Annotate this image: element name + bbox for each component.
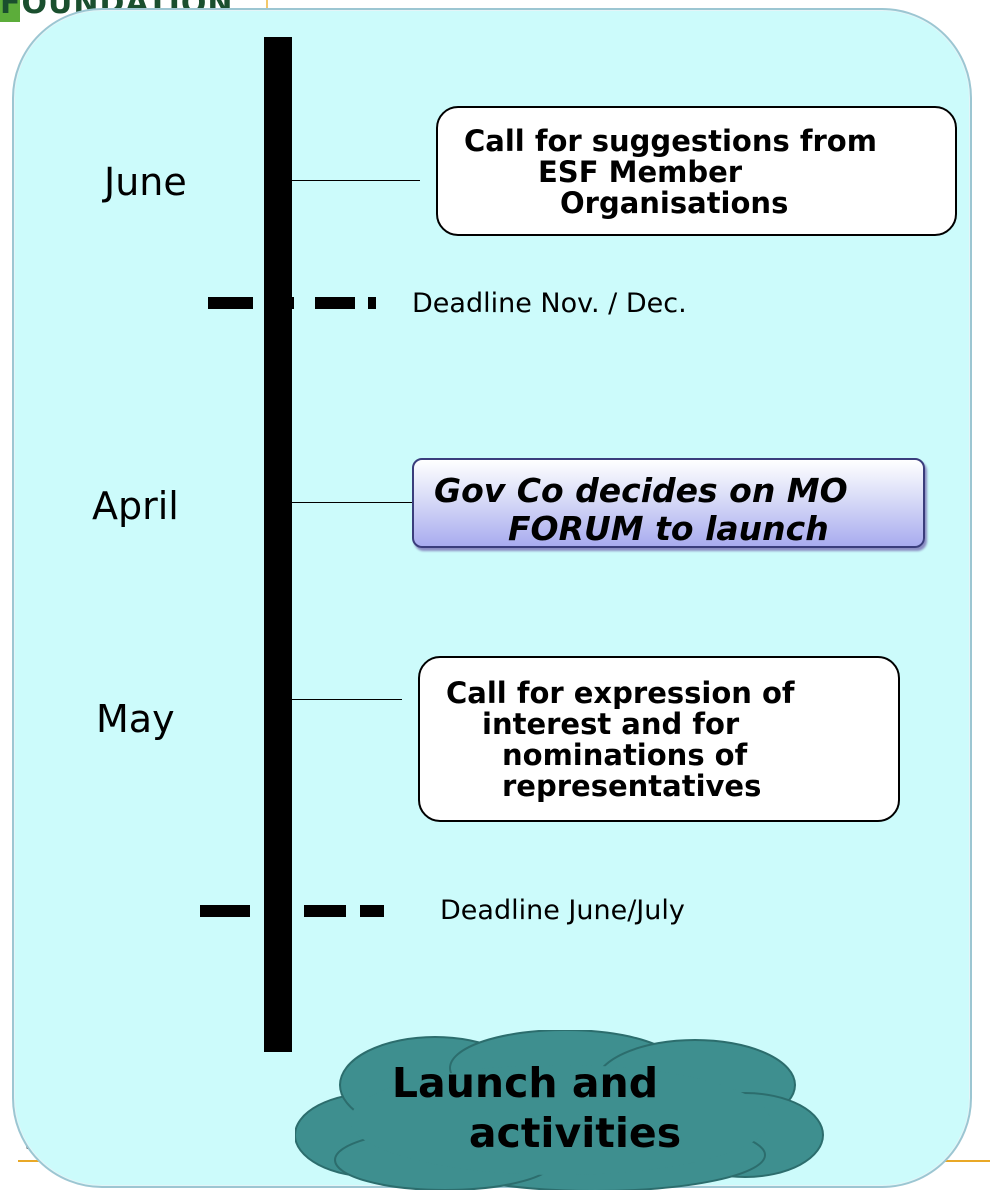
month-label-april: April — [92, 484, 179, 528]
step-1-line-1: Call for suggestions from — [464, 124, 877, 158]
step-box-gov-co-decides: Gov Co decides on MO FORUM to launch — [412, 458, 925, 548]
foundation-logo-mark — [0, 0, 20, 22]
step-box-call-for-suggestions: Call for suggestions from ESF Member Org… — [436, 106, 957, 236]
connector-june — [292, 180, 420, 181]
month-label-may: May — [96, 697, 175, 741]
outcome-launch-and-activities: Launch and activities — [295, 1058, 825, 1158]
connector-may — [292, 699, 402, 700]
deadline-label-nov-dec: Deadline Nov. / Dec. — [412, 288, 687, 319]
step-3-line-4: representatives — [502, 769, 762, 803]
outcome-line-1: Launch and — [391, 1059, 659, 1107]
step-3-line-1: Call for expression of — [446, 676, 795, 710]
connector-april — [292, 502, 412, 503]
step-1-line-2: ESF Member — [538, 155, 743, 189]
step-2-line-2: FORUM to launch — [508, 509, 829, 548]
step-3-line-2: interest and for — [482, 707, 740, 741]
step-1-line-3: Organisations — [560, 186, 789, 220]
deadline-label-june-july: Deadline June/July — [440, 895, 685, 926]
step-2-line-1: Gov Co decides on MO — [434, 471, 848, 510]
month-label-june: June — [104, 160, 187, 204]
timeline-axis — [264, 37, 292, 1052]
cloud-shape — [295, 1030, 824, 1190]
step-box-call-for-expression: Call for expression of interest and for … — [418, 656, 900, 822]
outcome-line-2: activities — [468, 1109, 682, 1157]
step-3-line-3: nominations of — [502, 738, 748, 772]
